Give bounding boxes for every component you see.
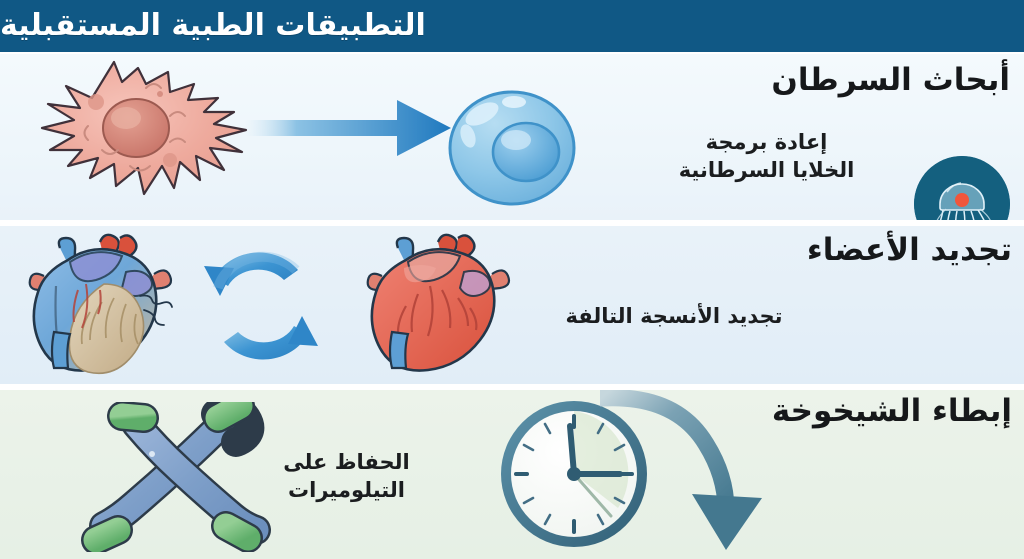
section-subtitle-cancer-research: إعادة برمجة الخلايا السرطانية (659, 128, 874, 185)
subtitle-line-1: إعادة برمجة (705, 130, 828, 154)
regeneration-cycle-arrows-icon (204, 251, 318, 360)
cancer-cell-illustration (18, 54, 278, 214)
healthy-cell-illustration (448, 86, 582, 206)
damaged-heart-illustration (28, 233, 173, 375)
chromosome-telomere-illustration (40, 402, 330, 552)
heart-regeneration-illustration (8, 228, 518, 384)
healthy-heart-illustration (366, 233, 511, 372)
subtitle-line-1: تجديد الأنسجة التالفة (565, 304, 783, 328)
subtitle-line-1: الحفاظ على (283, 450, 410, 474)
section-title-organ-regeneration: تجديد الأعضاء (806, 232, 1012, 268)
slowdown-curved-arrow-icon (600, 390, 790, 550)
page-title: التطبيقات الطبية المستقبلية (0, 8, 426, 43)
transformation-arrow-icon (245, 92, 465, 162)
subtitle-line-2: التيلوميرات (288, 478, 405, 503)
section-organ-regeneration: تجديد الأعضاء تجديد الأنسجة التالفة (0, 226, 1024, 384)
section-slowing-aging: إبطاء الشيخوخة الحفاظ على التيلوميرات (0, 390, 1024, 559)
section-subtitle-organ-regeneration: تجديد الأنسجة التالفة (529, 302, 819, 330)
header-bar: التطبيقات الطبية المستقبلية (0, 0, 1024, 52)
section-title-cancer-research: أبحاث السرطان (771, 62, 1010, 98)
jellyfish-badge (914, 156, 1010, 220)
jellyfish-icon (914, 156, 1010, 220)
section-cancer-research: أبحاث السرطان إعادة برمجة الخلايا السرطا… (0, 54, 1024, 220)
section-title-slowing-aging: إبطاء الشيخوخة (771, 393, 1012, 429)
section-subtitle-slowing-aging: الحفاظ على التيلوميرات (264, 448, 429, 505)
clock-illustration (478, 396, 678, 554)
subtitle-line-2: الخلايا السرطانية (678, 158, 855, 183)
